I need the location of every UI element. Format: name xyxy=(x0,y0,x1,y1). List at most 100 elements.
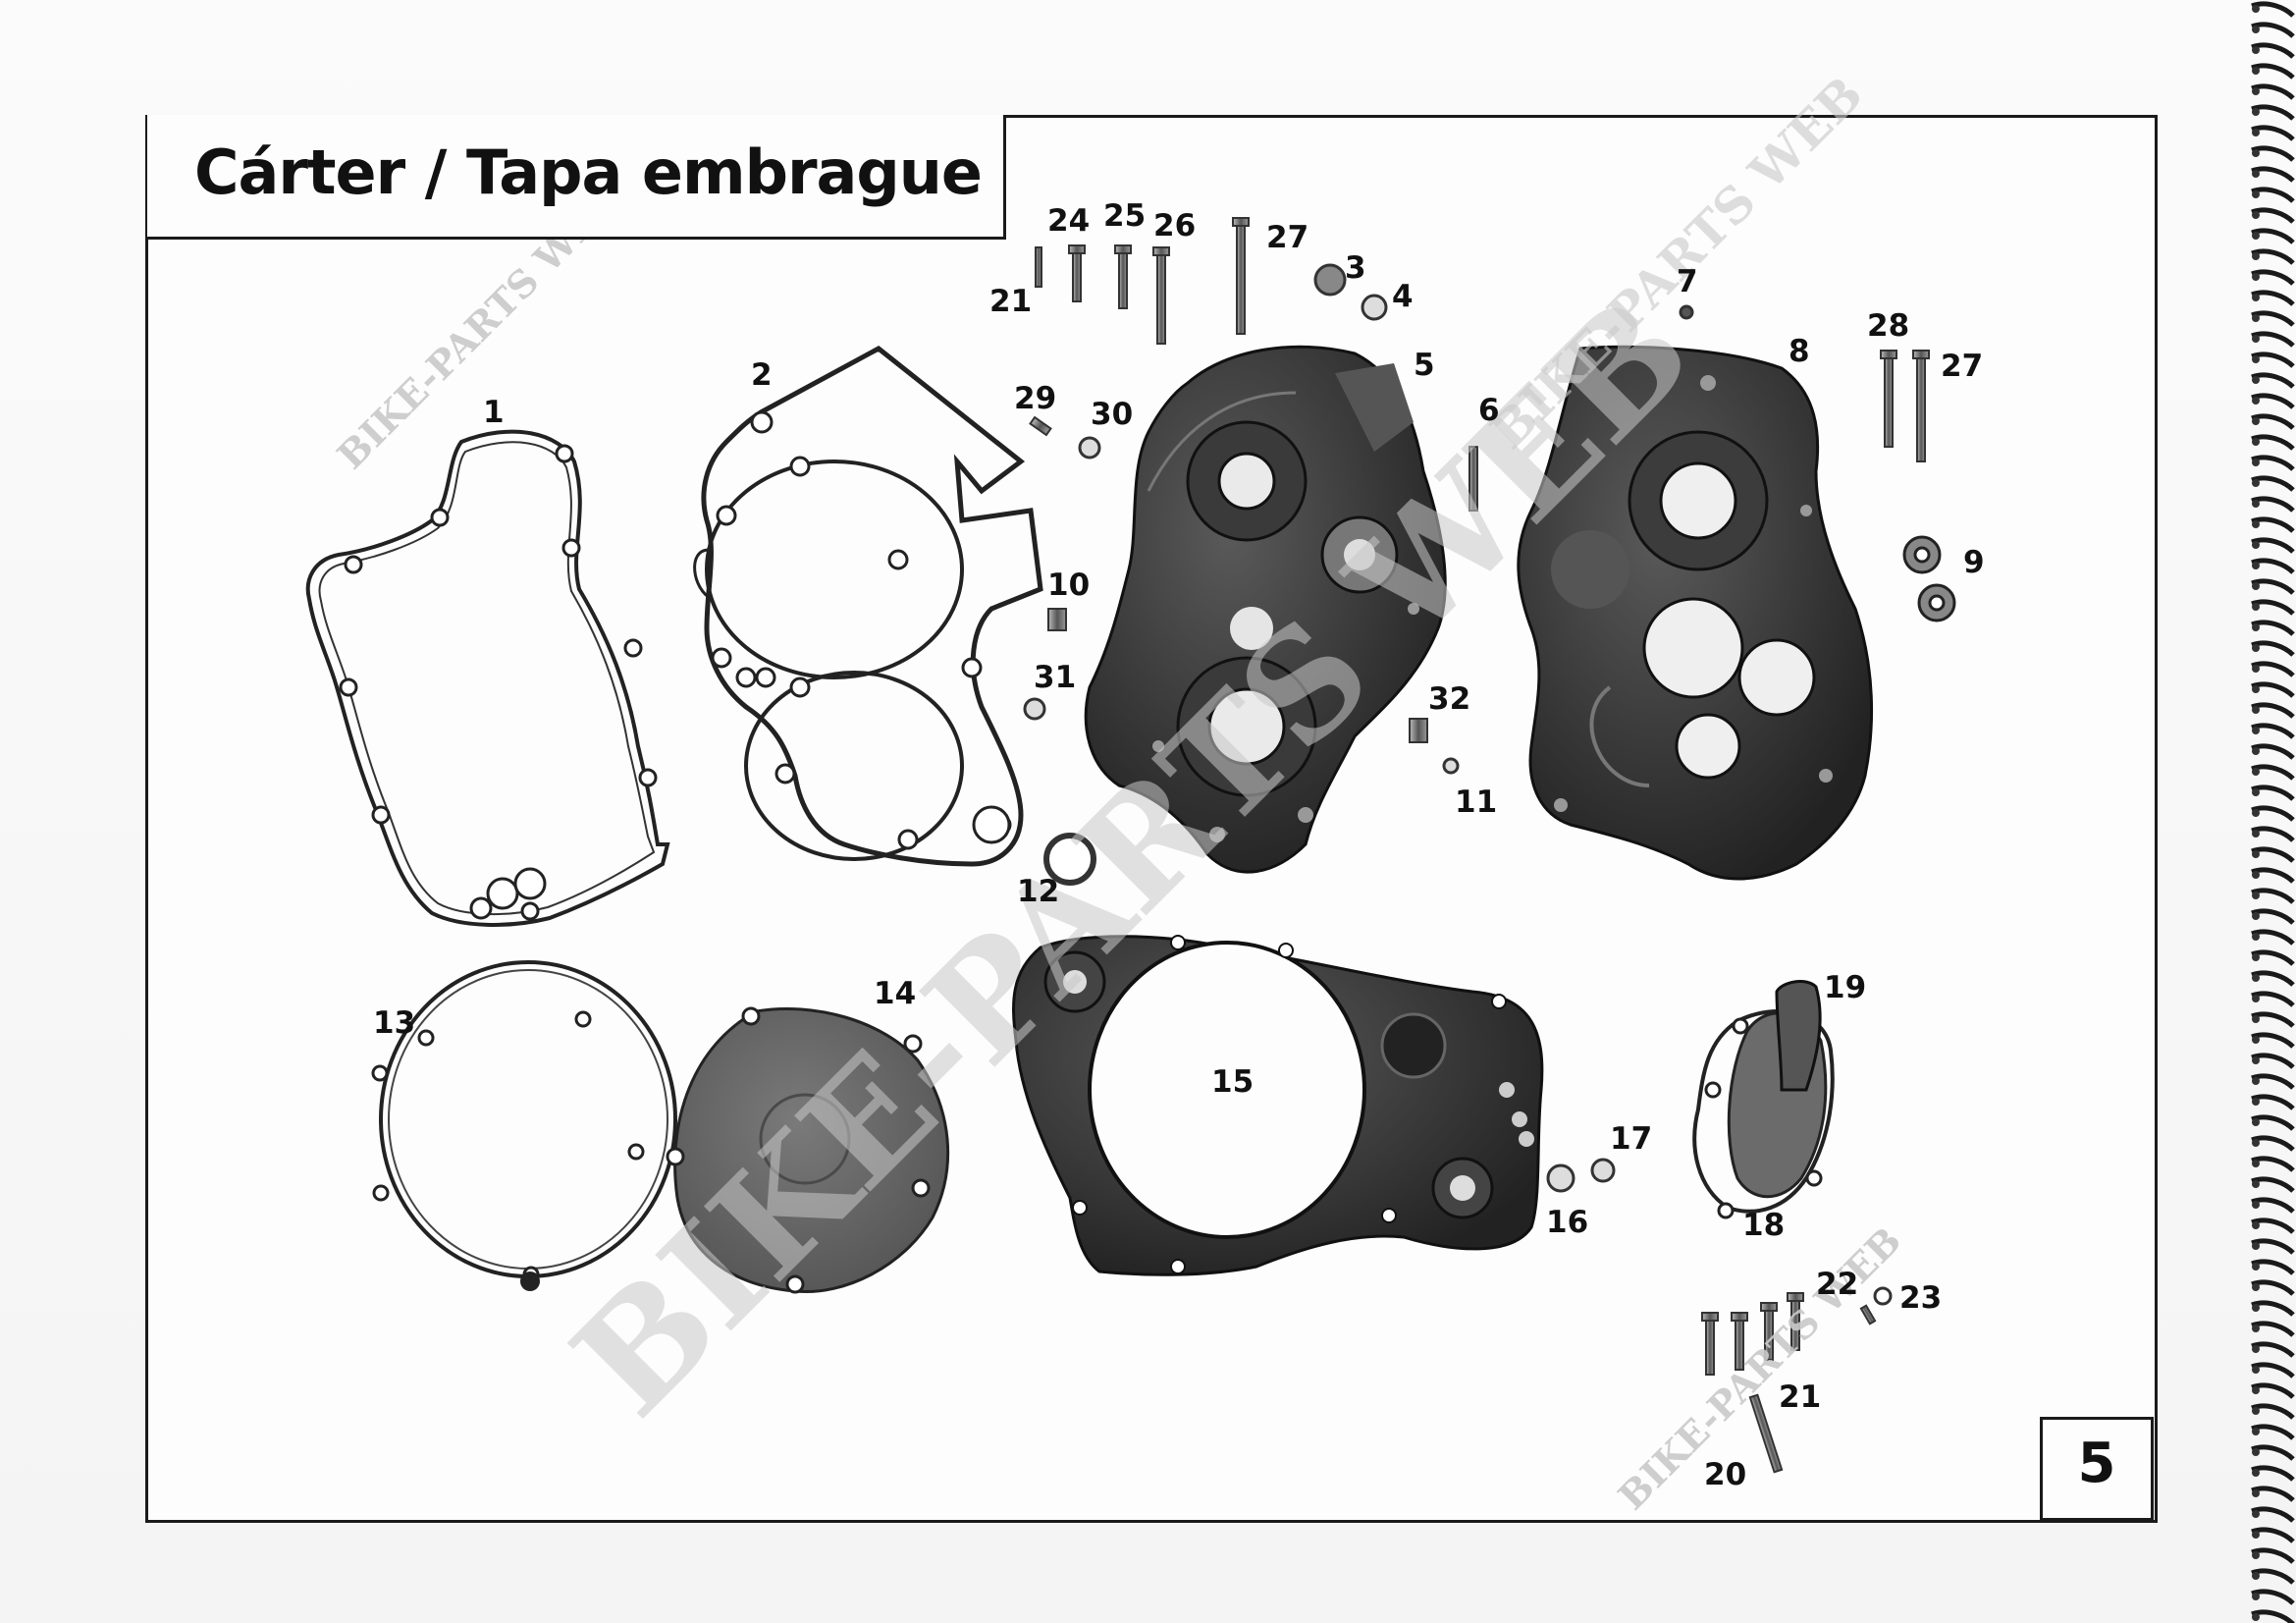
hardware-bolts xyxy=(1029,217,1930,1474)
spiral-coil xyxy=(2251,187,2295,203)
spiral-coil xyxy=(2251,434,2295,451)
spiral-coil xyxy=(2251,22,2295,38)
spiral-hole xyxy=(2252,1221,2260,1229)
spiral-coil xyxy=(2251,1053,2295,1069)
callout-5: 5 xyxy=(1414,348,1435,383)
spiral-hole xyxy=(2252,459,2260,466)
spiral-hole xyxy=(2252,190,2260,198)
spiral-hole xyxy=(2252,1448,2260,1456)
callout-17: 17 xyxy=(1610,1121,1652,1157)
part-9-bearings xyxy=(1902,535,1956,622)
spiral-hole xyxy=(2252,912,2260,920)
callout-19: 19 xyxy=(1824,970,1866,1005)
spiral-coil xyxy=(2251,228,2295,244)
spiral-coil xyxy=(2251,620,2295,636)
spiral-hole xyxy=(2252,1613,2260,1621)
callout-32: 32 xyxy=(1428,681,1470,717)
spiral-coil xyxy=(2251,743,2295,760)
spiral-hole xyxy=(2252,623,2260,631)
spiral-hole xyxy=(2252,67,2260,75)
callout-27-right: 27 xyxy=(1941,349,1983,384)
spiral-coil xyxy=(2251,846,2295,863)
spiral-coil xyxy=(2251,310,2295,327)
callout-21-top: 21 xyxy=(989,284,1032,319)
spiral-coil xyxy=(2251,331,2295,348)
spiral-hole xyxy=(2252,974,2260,982)
callout-24: 24 xyxy=(1047,203,1090,239)
spiral-hole xyxy=(2252,1160,2260,1167)
spiral-hole xyxy=(2252,1572,2260,1580)
spiral-hole xyxy=(2252,1345,2260,1353)
spiral-coil xyxy=(2251,1341,2295,1358)
spiral-hole xyxy=(2252,1098,2260,1106)
callout-25: 25 xyxy=(1103,198,1146,234)
spiral-coil xyxy=(2251,166,2295,183)
spiral-hole xyxy=(2252,644,2260,652)
callout-8: 8 xyxy=(1789,334,1810,369)
spiral-coil xyxy=(2251,1156,2295,1172)
callout-3: 3 xyxy=(1345,250,1366,286)
callout-18: 18 xyxy=(1742,1208,1785,1243)
spiral-coil xyxy=(2251,1135,2295,1152)
spiral-coil xyxy=(2251,1465,2295,1482)
spiral-coil xyxy=(2251,1382,2295,1399)
spiral-coil xyxy=(2251,640,2295,657)
part-19-water-pump-cover xyxy=(1727,980,1828,1199)
spiral-coil xyxy=(2251,784,2295,801)
callout-6: 6 xyxy=(1478,393,1500,428)
callout-9: 9 xyxy=(1963,545,1985,580)
spiral-coil xyxy=(2251,125,2295,141)
callout-29: 29 xyxy=(1014,381,1056,416)
spiral-coil xyxy=(2251,1094,2295,1110)
spiral-hole xyxy=(2252,727,2260,734)
spiral-hole xyxy=(2252,1386,2260,1394)
spiral-coil xyxy=(2251,1362,2295,1379)
spiral-coil xyxy=(2251,207,2295,224)
spiral-hole xyxy=(2252,376,2260,384)
spiral-coil xyxy=(2251,104,2295,121)
spiral-hole xyxy=(2252,479,2260,487)
spiral-hole xyxy=(2252,232,2260,240)
spiral-coil xyxy=(2251,949,2295,966)
spiral-hole xyxy=(2252,1242,2260,1250)
callout-15: 15 xyxy=(1211,1064,1254,1100)
part-13-outer-cover-gasket xyxy=(371,960,677,1291)
spiral-hole xyxy=(2252,892,2260,899)
part-8-right-crankcase-half xyxy=(1517,345,1874,881)
spiral-coil xyxy=(2251,248,2295,265)
part-18-water-pump-gasket xyxy=(1692,1009,1835,1219)
spiral-hole xyxy=(2252,747,2260,755)
spiral-coil xyxy=(2251,1259,2295,1275)
part-2-crankcase-gasket xyxy=(693,346,1043,867)
callout-28: 28 xyxy=(1867,308,1909,344)
spiral-coil xyxy=(2251,1300,2295,1317)
spiral-hole xyxy=(2252,129,2260,136)
spiral-binding xyxy=(2251,1,2295,1623)
spiral-hole xyxy=(2252,706,2260,714)
spiral-hole xyxy=(2252,582,2260,590)
spiral-coil xyxy=(2251,42,2295,59)
spiral-hole xyxy=(2252,26,2260,33)
spiral-hole xyxy=(2252,1469,2260,1477)
spiral-coil xyxy=(2251,290,2295,306)
spiral-hole xyxy=(2252,1118,2260,1126)
callout-4: 4 xyxy=(1392,279,1414,314)
spiral-hole xyxy=(2252,87,2260,95)
spiral-hole xyxy=(2252,335,2260,343)
callout-23: 23 xyxy=(1899,1280,1942,1316)
spiral-hole xyxy=(2252,1015,2260,1023)
callout-2: 2 xyxy=(751,357,773,393)
spiral-coil xyxy=(2251,805,2295,822)
spiral-coil xyxy=(2251,1589,2295,1605)
spiral-hole xyxy=(2252,1180,2260,1188)
spiral-coil xyxy=(2251,63,2295,80)
spiral-hole xyxy=(2252,1551,2260,1559)
callout-13: 13 xyxy=(373,1005,415,1041)
spiral-hole xyxy=(2252,417,2260,425)
spiral-coil xyxy=(2251,1547,2295,1564)
spiral-coil xyxy=(2251,867,2295,884)
page-number: 5 xyxy=(2077,1432,2116,1495)
spiral-hole xyxy=(2252,685,2260,693)
